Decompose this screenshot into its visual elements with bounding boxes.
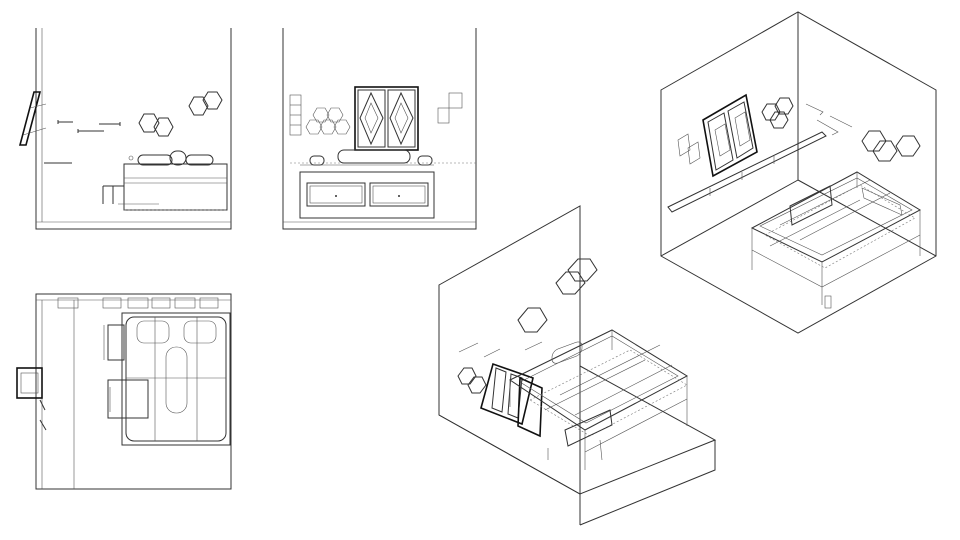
isometric-view-front xyxy=(438,205,717,526)
iso-wall-shelves xyxy=(458,341,543,358)
iso-front-floor xyxy=(438,365,717,495)
isometric-view-back xyxy=(660,11,937,334)
front-elevation-view xyxy=(282,28,477,230)
plan-shelf-row xyxy=(57,297,219,309)
iso-back-window xyxy=(702,93,758,178)
front-hexagon-shelves xyxy=(305,107,351,135)
shelf-stack xyxy=(289,94,302,136)
bed-plan xyxy=(103,312,231,446)
leaning-window-frame xyxy=(18,91,47,146)
plan-view xyxy=(16,293,232,490)
elevation-room-outline xyxy=(35,28,232,230)
wall-frames xyxy=(437,92,463,124)
bed-front-elevation xyxy=(299,149,435,219)
plan-room-outline xyxy=(35,293,232,490)
iso-bed-wireframe xyxy=(508,329,689,470)
front-window xyxy=(354,86,419,151)
iso-back-corner xyxy=(660,12,937,257)
iso-back-hexagons xyxy=(761,97,921,162)
iso-back-frames xyxy=(677,133,701,165)
iso-back-long-shelf xyxy=(667,131,827,213)
iso-front-left-wall xyxy=(438,205,581,495)
iso-back-bed-wireframe xyxy=(750,171,922,309)
side-elevation-view xyxy=(18,28,232,230)
bed-side-elevation xyxy=(102,150,228,211)
front-room-outline xyxy=(282,28,477,230)
wall-shelves xyxy=(44,120,121,164)
plan-window xyxy=(16,367,47,431)
iso-back-shelves xyxy=(805,103,853,136)
iso-front-window xyxy=(480,362,543,438)
iso-hexagon-shelves xyxy=(457,258,598,394)
hexagon-shelves xyxy=(138,91,223,137)
